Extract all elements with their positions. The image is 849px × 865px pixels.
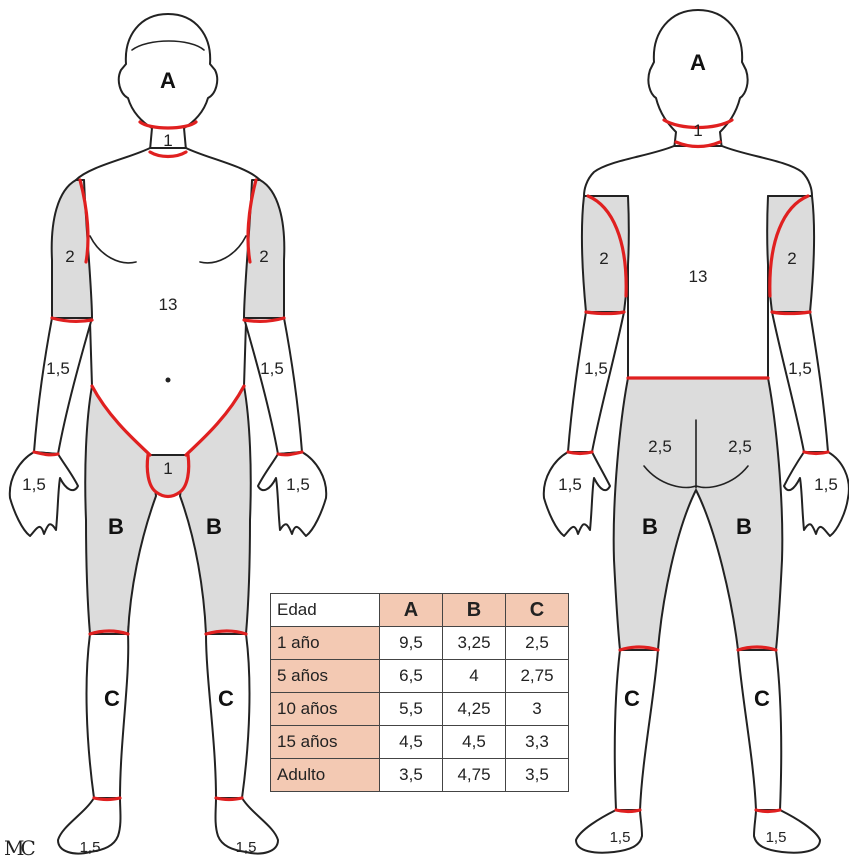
- back-thigh-left-label: B: [642, 514, 658, 539]
- front-foot-right-label: 1,5: [236, 839, 257, 856]
- front-trunk-label: 13: [159, 295, 178, 314]
- back-leg-left-label: C: [624, 686, 640, 711]
- back-figure: A 1 2 2 13 1,5 1,5 1,5 1,5 2,5 2,5 B B C…: [544, 10, 849, 853]
- front-forearm-right: [244, 318, 302, 454]
- back-hand-left: [544, 452, 610, 536]
- row-c: 2,75: [506, 660, 569, 693]
- back-arm-left-label: 2: [599, 249, 608, 268]
- front-leg-right: [206, 634, 249, 798]
- back-foot-right: [754, 810, 820, 853]
- front-hand-left: [10, 452, 78, 536]
- header-b: B: [443, 594, 506, 627]
- back-hand-right-label: 1,5: [814, 475, 838, 494]
- age-percentage-table: Edad A B C 1 año 9,5 3,25 2,5 5 años 6,5…: [270, 593, 569, 792]
- back-foot-left-label: 1,5: [610, 829, 631, 846]
- row-age: 5 años: [271, 660, 380, 693]
- row-a: 5,5: [380, 693, 443, 726]
- back-forearm-right: [772, 312, 828, 452]
- front-forearm-left: [34, 318, 92, 454]
- back-trunk-label: 13: [689, 267, 708, 286]
- back-leg-right: [738, 650, 781, 810]
- front-neck-label: 1: [163, 131, 172, 150]
- row-b: 4,25: [443, 693, 506, 726]
- front-leg-left-label: C: [104, 686, 120, 711]
- back-forearm-right-label: 1,5: [788, 359, 812, 378]
- row-c: 2,5: [506, 627, 569, 660]
- age-table: Edad A B C 1 año 9,5 3,25 2,5 5 años 6,5…: [270, 593, 569, 792]
- front-forearm-right-label: 1,5: [260, 359, 284, 378]
- row-age: 10 años: [271, 693, 380, 726]
- row-age: 15 años: [271, 726, 380, 759]
- front-forearm-left-label: 1,5: [46, 359, 70, 378]
- row-a: 6,5: [380, 660, 443, 693]
- back-leg-left: [615, 650, 658, 810]
- front-leg-left: [87, 634, 129, 798]
- front-arm-left-label: 2: [65, 247, 74, 266]
- front-thigh-right-label: B: [206, 514, 222, 539]
- table-row: 10 años 5,5 4,25 3: [271, 693, 569, 726]
- back-buttock-left-label: 2,5: [648, 437, 672, 456]
- table-row: 1 año 9,5 3,25 2,5: [271, 627, 569, 660]
- back-hand-right: [784, 452, 849, 536]
- table-row: 15 años 4,5 4,5 3,3: [271, 726, 569, 759]
- row-age: Adulto: [271, 759, 380, 792]
- row-b: 4,75: [443, 759, 506, 792]
- row-c: 3: [506, 693, 569, 726]
- row-c: 3,5: [506, 759, 569, 792]
- front-leg-right-label: C: [218, 686, 234, 711]
- row-age: 1 año: [271, 627, 380, 660]
- back-forearm-left: [568, 312, 624, 452]
- row-a: 4,5: [380, 726, 443, 759]
- back-neck-label: 1: [693, 121, 702, 140]
- table-header-row: Edad A B C: [271, 594, 569, 627]
- front-thigh-left-label: B: [108, 514, 124, 539]
- back-lower-body: [614, 378, 783, 650]
- table-row: 5 años 6,5 4 2,75: [271, 660, 569, 693]
- header-c: C: [506, 594, 569, 627]
- header-age: Edad: [271, 594, 380, 627]
- back-arm-right-label: 2: [787, 249, 796, 268]
- back-thigh-right-label: B: [736, 514, 752, 539]
- back-leg-right-label: C: [754, 686, 770, 711]
- front-hand-right: [258, 452, 326, 536]
- back-head-label: A: [690, 50, 706, 75]
- row-c: 3,3: [506, 726, 569, 759]
- front-head-label: A: [160, 68, 176, 93]
- row-a: 3,5: [380, 759, 443, 792]
- row-a: 9,5: [380, 627, 443, 660]
- front-hand-left-label: 1,5: [22, 475, 46, 494]
- signature: MC: [4, 836, 32, 860]
- front-foot-left-label: 1,5: [80, 839, 101, 856]
- front-arm-right-label: 2: [259, 247, 268, 266]
- row-b: 4,5: [443, 726, 506, 759]
- row-b: 3,25: [443, 627, 506, 660]
- back-hand-left-label: 1,5: [558, 475, 582, 494]
- front-genital-label: 1: [163, 459, 172, 478]
- table-row: Adulto 3,5 4,75 3,5: [271, 759, 569, 792]
- back-forearm-left-label: 1,5: [584, 359, 608, 378]
- row-b: 4: [443, 660, 506, 693]
- back-buttock-right-label: 2,5: [728, 437, 752, 456]
- front-hand-right-label: 1,5: [286, 475, 310, 494]
- header-a: A: [380, 594, 443, 627]
- back-foot-right-label: 1,5: [766, 829, 787, 846]
